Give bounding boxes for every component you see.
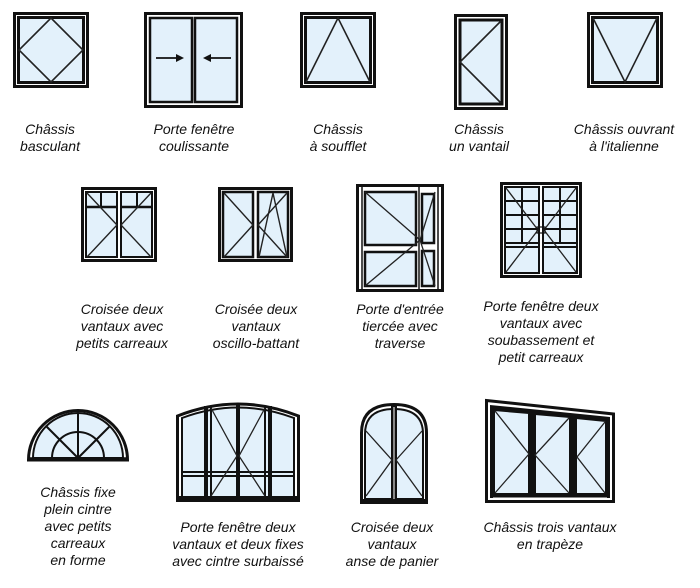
caption-line: Porte fenêtre deux xyxy=(180,519,296,535)
caption-chassis-a-soufflet: Châssis à soufflet xyxy=(310,121,367,155)
caption-line: Châssis xyxy=(25,121,75,137)
caption-line: petits carreaux xyxy=(76,335,168,351)
caption-line: plein cintre xyxy=(44,501,112,517)
chassis-un-vantail-drawing xyxy=(454,14,508,110)
arrow-right-icon xyxy=(156,54,184,62)
croisee-oscillo-battant-drawing xyxy=(218,187,293,262)
caption-chassis-basculant: Châssis basculant xyxy=(20,121,80,155)
caption-line: coulissante xyxy=(158,138,230,154)
caption-line: vantaux xyxy=(231,318,281,334)
caption-line: Porte fenêtre deux xyxy=(483,298,599,314)
chassis-basculant-drawing xyxy=(13,12,89,88)
caption-line: vantaux et deux fixes xyxy=(172,536,304,552)
caption-line: Porte d'entrée xyxy=(356,301,444,317)
caption-croisee-anse-de-panier: Croisée deux vantaux anse de panier xyxy=(346,519,439,570)
caption-line: tiercée avec xyxy=(362,318,438,334)
caption-line: avec petits xyxy=(44,518,112,534)
caption-chassis-ouvrant-italienne: Châssis ouvrant à l'italienne xyxy=(574,121,674,155)
caption-line: carreaux xyxy=(50,535,106,551)
caption-line: Croisée deux xyxy=(214,301,298,317)
porte-fenetre-cintre-surbaisse-drawing xyxy=(176,402,300,502)
caption-line: traverse xyxy=(374,335,426,351)
porte-entree-tiercee-drawing xyxy=(356,184,444,292)
caption-line: anse de panier xyxy=(345,553,439,569)
caption-line: un vantail xyxy=(449,138,509,154)
caption-porte-fenetre-soubassement: Porte fenêtre deux vantaux avec soubasse… xyxy=(483,298,598,366)
caption-line: Châssis trois vantaux xyxy=(483,519,617,535)
caption-line: Porte fenêtre xyxy=(153,121,235,137)
caption-chassis-trois-vantaux-trapeze: Châssis trois vantaux en trapèze xyxy=(483,519,616,553)
chassis-a-soufflet-drawing xyxy=(300,12,376,88)
caption-line: à l'italienne xyxy=(589,138,659,154)
caption-line: soubassement et xyxy=(487,332,595,348)
caption-porte-fenetre-cintre-surbaisse: Porte fenêtre deux vantaux et deux fixes… xyxy=(172,519,304,570)
porte-fenetre-soubassement-drawing xyxy=(500,182,582,278)
caption-line: oscillo-battant xyxy=(212,335,300,351)
caption-line: vantaux avec xyxy=(499,315,583,331)
caption-line: à soufflet xyxy=(309,138,367,154)
caption-line: petit carreaux xyxy=(498,349,584,365)
caption-croisee-petits-carreaux: Croisée deux vantaux avec petits carreau… xyxy=(76,301,168,352)
caption-line: vantaux avec xyxy=(80,318,164,334)
caption-line: en forme xyxy=(50,552,106,568)
caption-line: vantaux xyxy=(367,536,417,552)
croisee-petits-carreaux-drawing xyxy=(81,187,157,262)
caption-chassis-un-vantail: Châssis un vantail xyxy=(449,121,509,155)
caption-line: Croisée deux xyxy=(80,301,164,317)
caption-line: en trapèze xyxy=(516,536,584,552)
caption-croisee-oscillo-battant: Croisée deux vantaux oscillo-battant xyxy=(213,301,299,352)
chassis-ouvrant-italienne-drawing xyxy=(587,12,663,88)
caption-porte-fenetre-coulissante: Porte fenêtre coulissante xyxy=(154,121,235,155)
croisee-anse-de-panier-drawing xyxy=(360,402,428,504)
porte-fenetre-coulissante-drawing xyxy=(144,12,243,108)
chassis-trois-vantaux-trapeze-drawing xyxy=(485,398,615,503)
caption-line: Châssis xyxy=(454,121,504,137)
caption-chassis-fixe-plein-cintre: Châssis fixe plein cintre avec petits ca… xyxy=(40,484,115,569)
caption-line: basculant xyxy=(20,138,80,154)
caption-line: Châssis fixe xyxy=(40,484,116,500)
arrow-left-icon xyxy=(203,54,231,62)
caption-line: Croisée deux xyxy=(350,519,434,535)
caption-line: Châssis ouvrant xyxy=(573,121,675,137)
caption-porte-entree-tiercee: Porte d'entrée tiercée avec traverse xyxy=(356,301,444,352)
caption-line: avec cintre surbaissé xyxy=(172,553,304,569)
caption-line: Châssis xyxy=(313,121,363,137)
chassis-fixe-plein-cintre-drawing xyxy=(26,409,130,462)
